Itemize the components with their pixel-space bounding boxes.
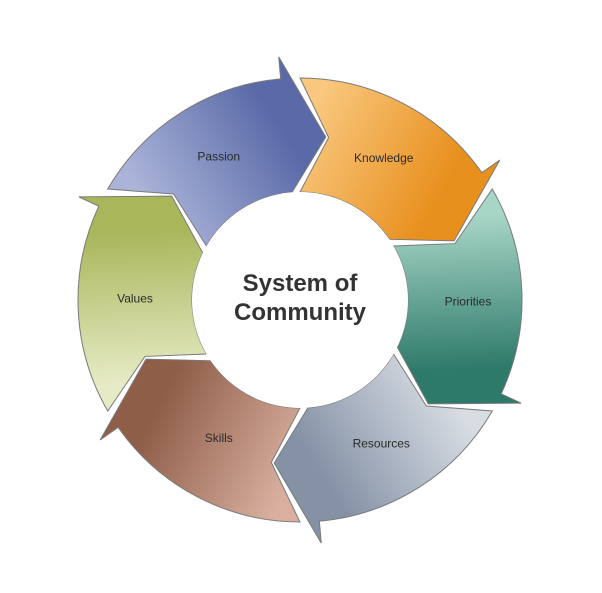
center-hub	[192, 192, 408, 408]
segment-label-passion: Passion	[197, 149, 240, 163]
segment-label-skills: Skills	[205, 431, 233, 445]
segment-label-values: Values	[117, 292, 153, 306]
segment-label-resources: Resources	[353, 437, 410, 451]
segment-label-knowledge: Knowledge	[354, 151, 414, 165]
center-title-line1: System of	[243, 270, 359, 297]
segment-label-priorities: Priorities	[445, 294, 492, 308]
center-title-line2: Community	[234, 299, 367, 326]
